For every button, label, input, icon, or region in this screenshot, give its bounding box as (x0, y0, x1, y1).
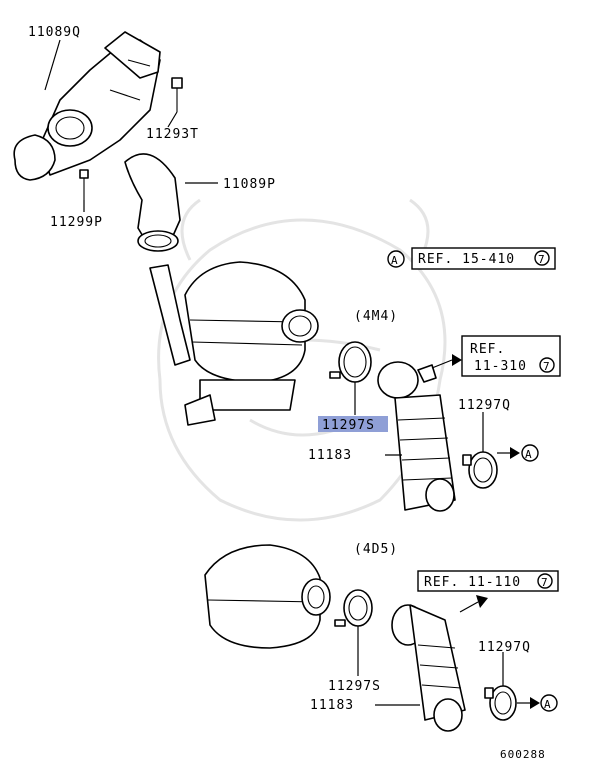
label-clamp-q-4d5: 11297Q (478, 640, 531, 655)
variant-first: (4M4) (354, 309, 398, 324)
label-clamp-4d5: 11297S (328, 679, 381, 694)
hose-4m4-part (377, 361, 456, 512)
resonator-upper-part (13, 31, 161, 181)
circle-a-2-letter: A (544, 698, 551, 711)
variant-second: (4D5) (354, 542, 398, 557)
air-cleaner-4d5-part (204, 544, 331, 649)
nut-part (171, 77, 183, 112)
ref1-num: 7 (538, 253, 545, 266)
ref-15-410: A REF. 15-410 7 (387, 247, 556, 270)
label-hose-4m4: 11183 (308, 448, 352, 463)
ref-11-110: REF. 11-110 7 (417, 570, 559, 592)
diagram-id: 600288 (500, 748, 546, 761)
ref1-text: REF. 15-410 (418, 252, 515, 267)
ref3-num: 7 (541, 576, 548, 589)
circle-a-1: A (521, 444, 539, 462)
label-hose-4d5: 11183 (310, 698, 354, 713)
bolt-part (79, 169, 89, 200)
circle-a-1-letter: A (525, 448, 532, 461)
ref2-num: 7 (543, 360, 550, 373)
clamp-4m4-part (329, 341, 372, 383)
ref-11-310: REF. 11-310 7 (461, 335, 561, 377)
hose-4d5-part (391, 604, 466, 732)
highlight-box (318, 416, 388, 432)
clamp-4d5-part (334, 589, 373, 627)
label-duct: 11089P (223, 177, 276, 192)
ref3-text: REF. 11-110 (424, 575, 521, 590)
ref2-line2: 11-310 (474, 359, 527, 374)
air-cleaner-4m4-part (149, 261, 319, 426)
label-nut: 11293T (146, 127, 199, 142)
label-clamp-q-4m4: 11297Q (458, 398, 511, 413)
clamp-q-4m4-part (462, 451, 498, 489)
arrows (431, 354, 540, 709)
leader-lines (44, 39, 504, 706)
duct-part (124, 153, 181, 252)
ref1-circle-letter: A (391, 254, 398, 267)
label-resonator-upper: 11089Q (28, 25, 81, 40)
label-clamp-4m4: 11297S (322, 418, 375, 433)
clamp-q-4d5-part (484, 685, 517, 721)
circle-a-2: A (540, 694, 558, 712)
label-bolt: 11299P (50, 215, 103, 230)
ref2-line1: REF. (470, 342, 505, 357)
